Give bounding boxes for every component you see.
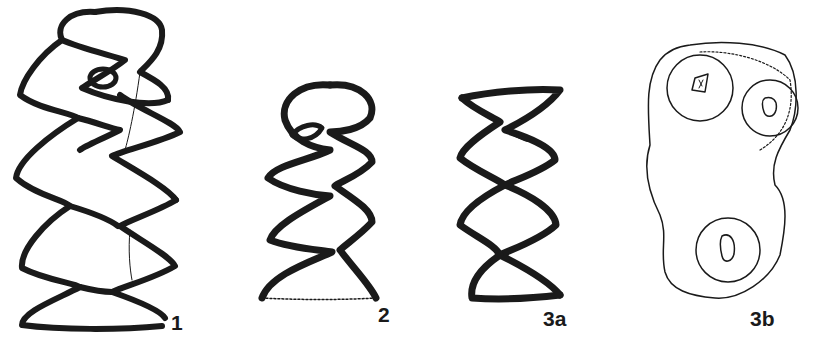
occlusal-outline-3b [647,42,798,298]
figure-number: 3a [543,308,566,329]
enamel-pattern-1 [16,10,180,329]
figure-number: 2 [378,304,390,325]
figure-number: 3b [750,308,775,329]
figure-number: 1 [171,312,183,333]
enamel-pattern-3a [460,89,560,298]
enamel-pattern-2 [262,85,376,300]
